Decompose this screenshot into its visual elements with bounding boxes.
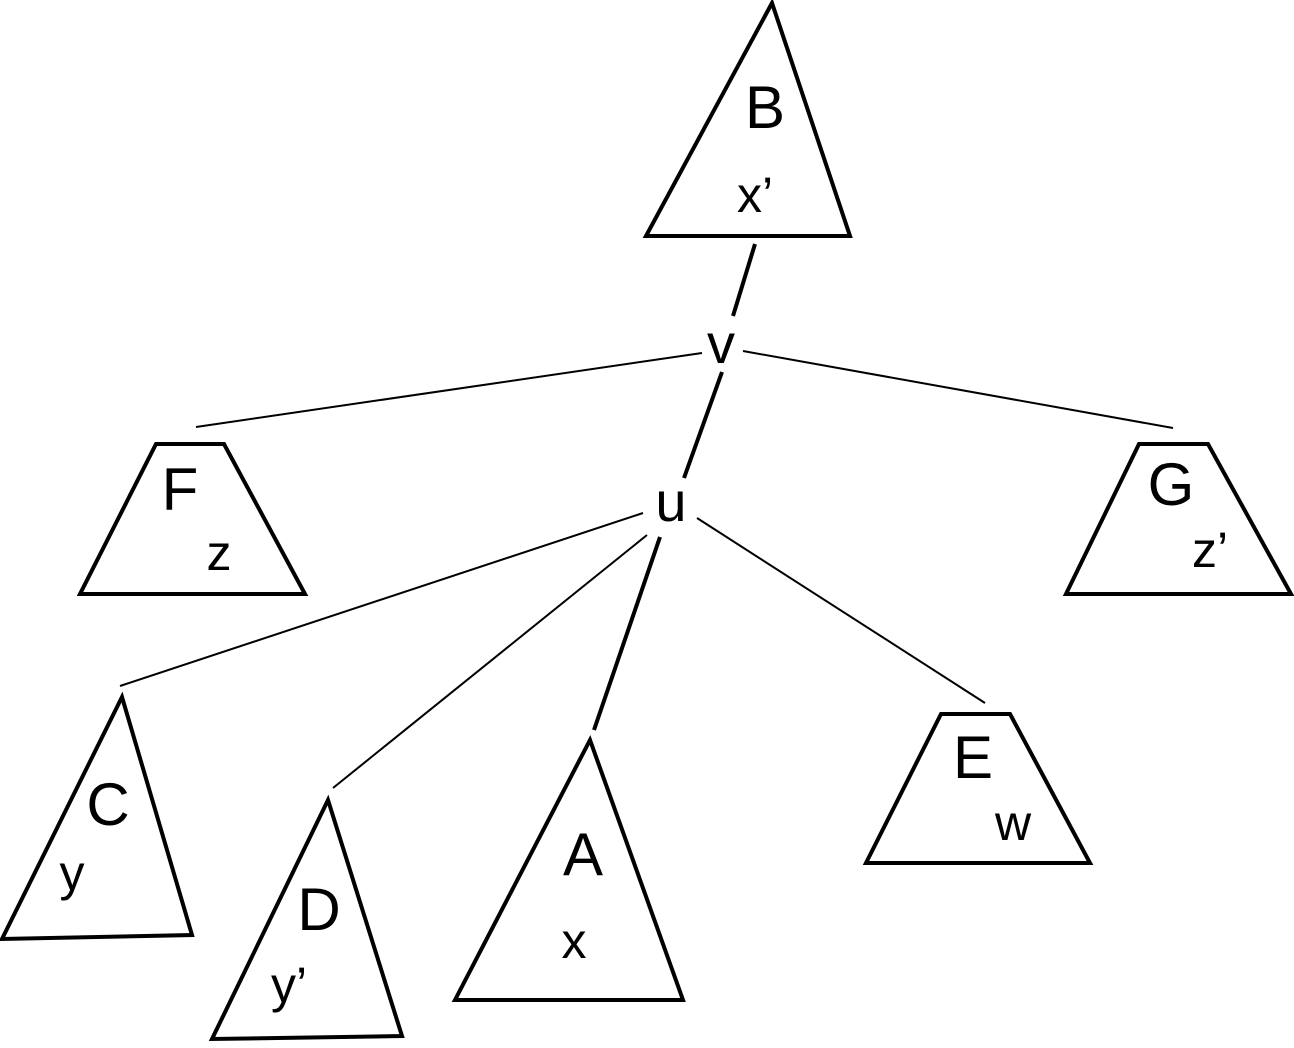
edge-v-g	[742, 350, 1174, 429]
edge-v-f	[195, 352, 703, 428]
subtree-d-triangle	[208, 794, 405, 1042]
edge-u-e	[696, 517, 986, 704]
subtree-c-name: C	[86, 771, 129, 838]
subtree-a: A x	[451, 735, 686, 1002]
subtree-d-vertex: y’	[271, 957, 307, 1013]
subtree-g: G z’	[1062, 442, 1294, 596]
subtree-f-name: F	[162, 456, 199, 523]
subtree-f: F z	[76, 442, 309, 596]
edge-v-u	[682, 371, 724, 479]
edge-u-a	[592, 536, 662, 731]
node-u-label: u	[655, 470, 686, 533]
subtree-b-name: B	[745, 74, 785, 141]
subtree-b-triangle	[642, 0, 853, 238]
subtree-b: B x’	[642, 0, 853, 238]
edge-u-c	[119, 512, 644, 687]
subtree-c-vertex: y	[60, 845, 85, 901]
subtree-e: E w	[862, 712, 1094, 865]
edge-u-d	[332, 534, 648, 789]
subtree-a-name: A	[563, 821, 603, 888]
subtree-e-trapezoid	[862, 712, 1094, 865]
edge-b-v	[731, 243, 757, 317]
subtree-g-trapezoid	[1062, 442, 1294, 596]
subtree-b-vertex: x’	[737, 167, 773, 223]
subtree-e-name: E	[953, 724, 993, 791]
subtree-c-triangle	[0, 691, 195, 942]
subtree-d-name: D	[297, 876, 340, 943]
subtree-g-vertex: z’	[1192, 522, 1228, 578]
subtree-f-trapezoid	[76, 442, 309, 596]
subtree-a-vertex: x	[562, 913, 587, 969]
subtree-d: D y’	[208, 794, 405, 1042]
node-v-label: v	[707, 312, 735, 375]
subtree-f-vertex: z	[207, 525, 232, 581]
subtree-a-triangle	[451, 735, 686, 1002]
subtree-c: C y	[0, 691, 195, 942]
subtree-g-name: G	[1148, 451, 1195, 518]
subtree-e-vertex: w	[994, 795, 1032, 851]
